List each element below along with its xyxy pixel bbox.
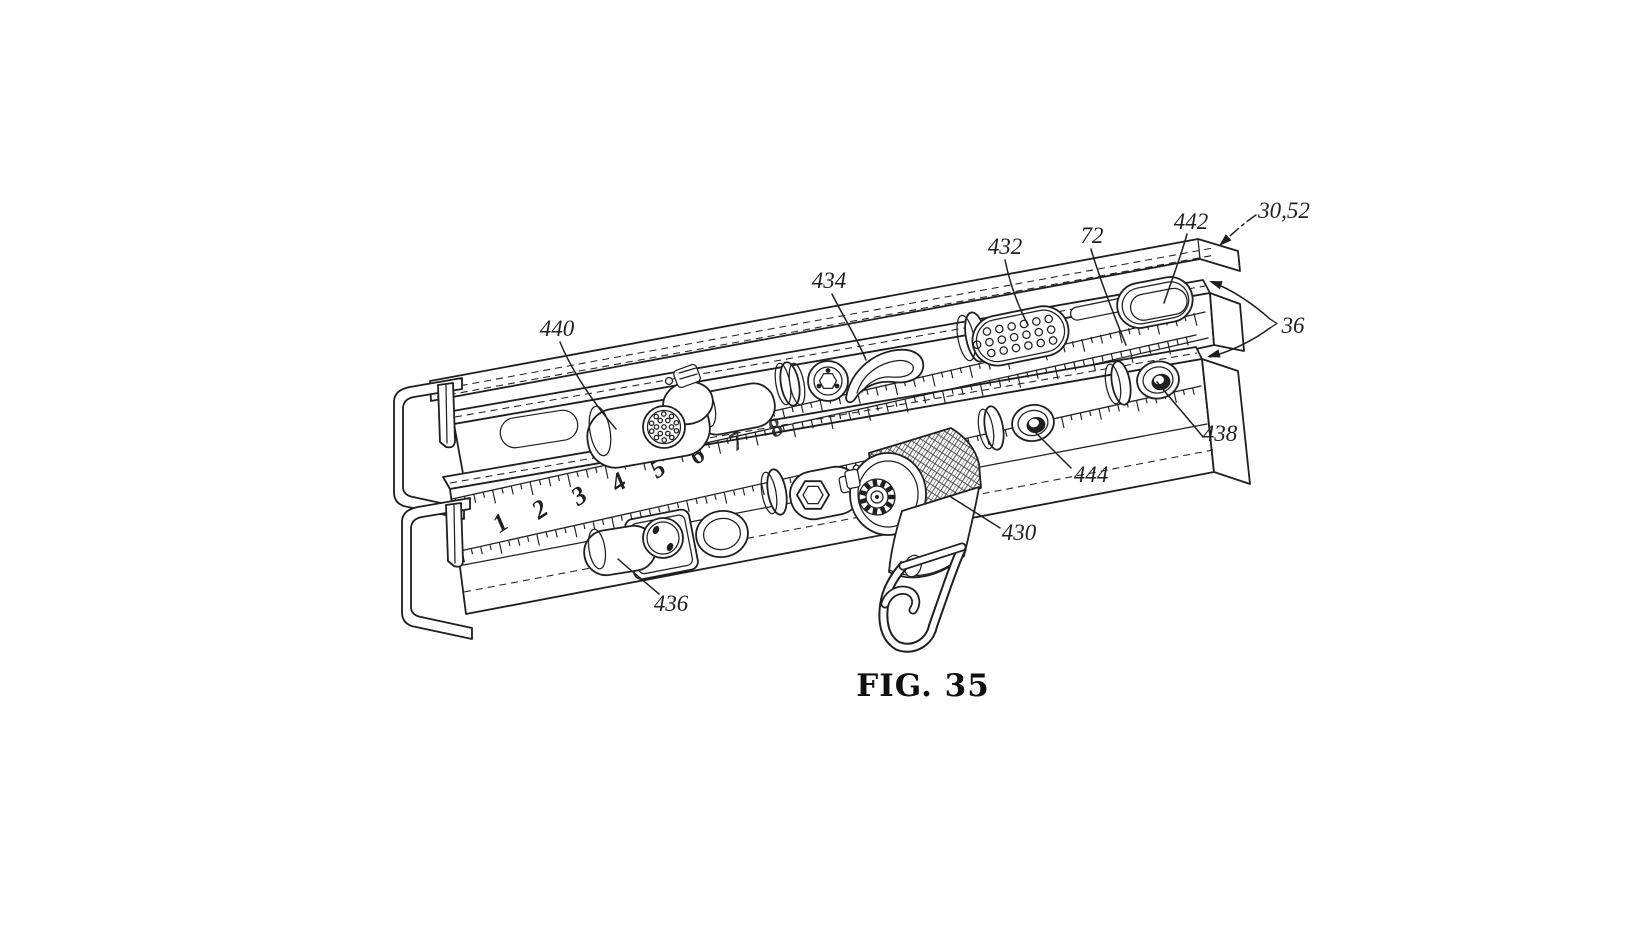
gear-tooth <box>882 481 885 486</box>
gear-tooth <box>875 480 876 486</box>
label-432: 432 <box>988 234 1023 259</box>
leader-36-point <box>1270 319 1277 328</box>
figure-caption: FIG. 35 <box>856 668 990 704</box>
label-36: 36 <box>1281 313 1306 338</box>
label-434: 434 <box>812 268 847 293</box>
gear-tooth <box>860 492 866 494</box>
label-30-52: 30,52 <box>1257 198 1310 223</box>
label-436: 436 <box>654 591 689 616</box>
label-440: 440 <box>540 316 575 341</box>
gear-tooth <box>887 503 892 506</box>
gear-ring <box>875 495 879 499</box>
gear-tooth <box>882 508 885 513</box>
gear-tooth <box>860 500 866 502</box>
arrowhead-36-upper <box>1208 277 1223 289</box>
label-438: 438 <box>1203 421 1238 446</box>
gear-tooth <box>875 508 876 514</box>
gear-tooth <box>866 484 870 489</box>
label-442: 442 <box>1174 209 1209 234</box>
gear-tooth <box>866 506 870 511</box>
label-444: 444 <box>1074 462 1109 487</box>
label-430: 430 <box>1002 520 1037 545</box>
label-72: 72 <box>1081 223 1104 248</box>
gear-tooth <box>887 488 892 491</box>
arrowhead-36-lower <box>1206 349 1221 361</box>
clip-ring <box>666 378 673 385</box>
